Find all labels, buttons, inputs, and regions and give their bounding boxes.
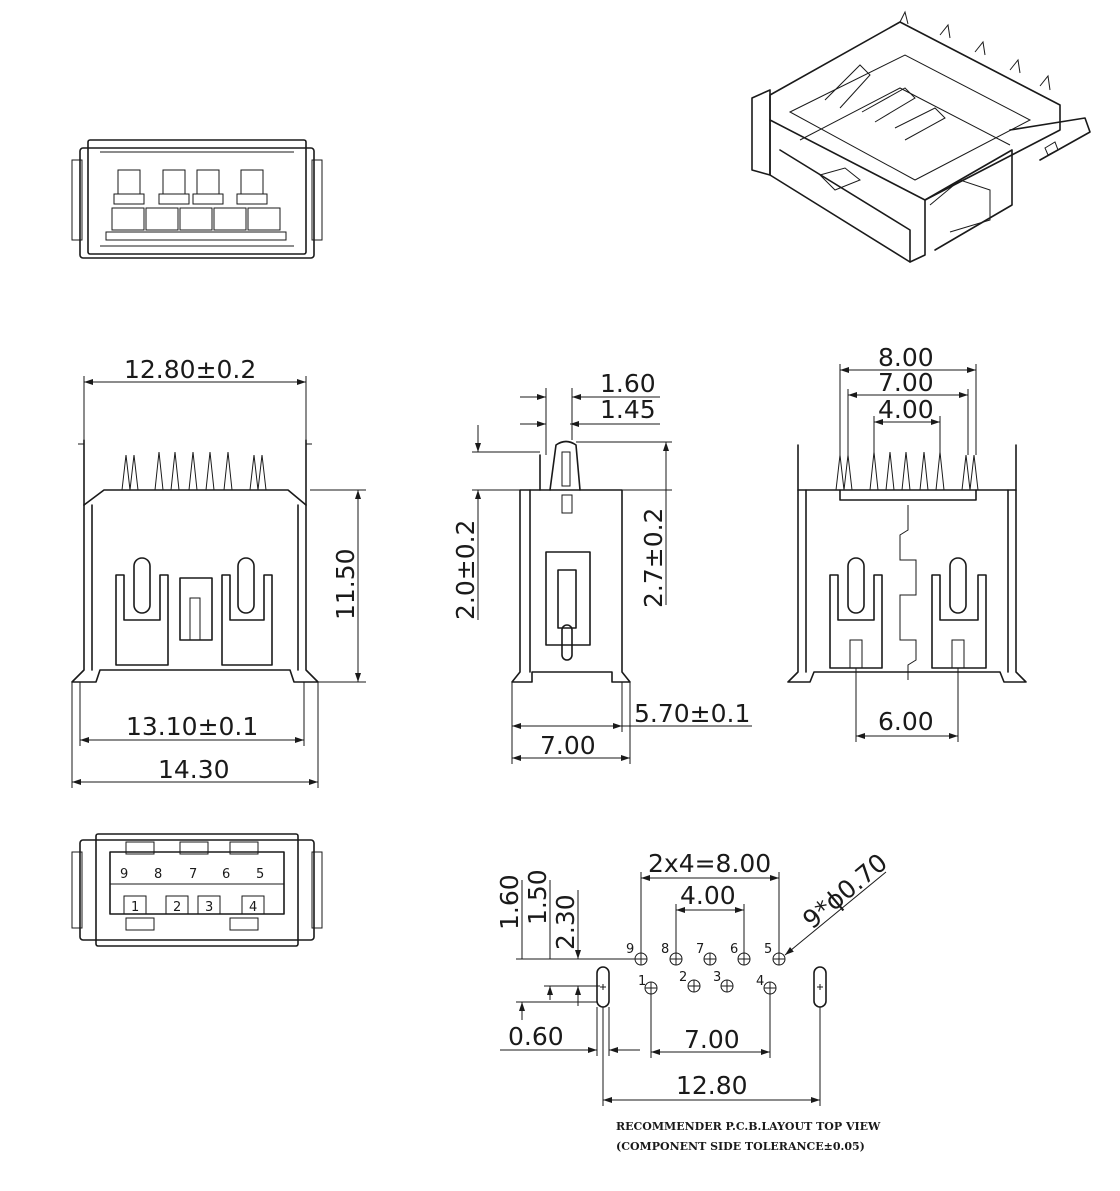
front-pins [121, 451, 267, 491]
bottom-pin-8: 8 [154, 867, 162, 882]
dim-front-height: 11.50 [331, 548, 360, 620]
dim-pcb-overall: 12.80 [676, 1071, 748, 1100]
dim-pcb-slot: 0.60 [508, 1022, 564, 1051]
dim-rear-span-b: 7.00 [878, 368, 934, 397]
front-view: 12.80±0.2 11.50 13.10±0.1 14.30 [71, 355, 366, 788]
top-face-contacts [105, 169, 287, 241]
rear-springs [829, 557, 987, 669]
dim-rear-span-a: 8.00 [878, 343, 934, 372]
bottom-pin-2: 2 [173, 900, 181, 915]
dim-pcb-off-c: 2.30 [551, 894, 580, 950]
pcb-pin-8: 8 [661, 942, 669, 957]
pcb-pin-4: 4 [756, 974, 764, 989]
pcb-pin-9: 9 [626, 942, 634, 957]
dim-rear-span-c: 4.00 [878, 395, 934, 424]
pcb-note-tolerance: (COMPONENT SIDE TOLERANCE±0.05) [616, 1140, 865, 1153]
dim-side-height-right: 2.7±0.2 [639, 508, 668, 608]
bottom-pin-labels-top: 9 8 7 6 5 [120, 867, 264, 882]
pcb-pin-5: 5 [764, 942, 772, 957]
front-springs [115, 557, 273, 666]
dim-side-height-left: 2.0±0.2 [451, 520, 480, 620]
bottom-pin-5: 5 [256, 867, 264, 882]
top-face-view [71, 139, 323, 259]
bottom-view: 9 8 7 6 5 1 2 3 4 [71, 833, 323, 947]
pcb-pin-1: 1 [638, 974, 646, 989]
pcb-pin-labels: 9 8 7 6 5 1 2 3 4 [626, 942, 772, 989]
dim-front-overall-width: 14.30 [158, 755, 230, 784]
pcb-layout: 9 8 7 6 5 1 2 3 4 2x4=8.00 4.00 9*ϕ0.70 [495, 848, 893, 1153]
dim-pcb-hole: 9*ϕ0.70 [797, 848, 893, 935]
dim-side-pin-b: 1.45 [600, 395, 656, 424]
bottom-pin-7: 7 [189, 867, 197, 882]
bottom-pin-9: 9 [120, 867, 128, 882]
dim-pcb-bottom-span: 7.00 [684, 1025, 740, 1054]
pcb-pin-2: 2 [679, 970, 687, 985]
dim-front-base-width: 13.10±0.1 [126, 712, 258, 741]
dim-front-width: 12.80±0.2 [124, 355, 256, 384]
dim-pcb-off-b: 1.50 [523, 869, 552, 925]
bottom-pin-3: 3 [205, 900, 213, 915]
bottom-pin-1: 1 [131, 900, 139, 915]
dim-pcb-off-a: 1.60 [495, 874, 524, 930]
dim-side-pin-a: 1.60 [600, 369, 656, 398]
dim-rear-span-d: 6.00 [878, 707, 934, 736]
side-view: 1.60 1.45 2.0±0.2 2.7±0.2 5.70±0.1 7.00 [451, 369, 752, 764]
dim-pcb-inner: 4.00 [680, 881, 736, 910]
dim-side-depth-b: 7.00 [540, 731, 596, 760]
dim-side-depth-a: 5.70±0.1 [634, 699, 750, 728]
dim-pcb-pitch: 2x4=8.00 [648, 849, 771, 878]
pcb-pin-3: 3 [713, 970, 721, 985]
bottom-pin-6: 6 [222, 867, 230, 882]
isometric-view [751, 10, 1091, 263]
pcb-pin-7: 7 [696, 942, 704, 957]
bottom-pin-labels-bottom: 1 2 3 4 [131, 900, 257, 915]
bottom-pin-4: 4 [249, 900, 257, 915]
pcb-pin-6: 6 [730, 942, 738, 957]
pcb-slots [596, 966, 827, 1008]
rear-pins [835, 451, 979, 491]
pcb-note-title: RECOMMENDER P.C.B.LAYOUT TOP VIEW [616, 1120, 881, 1133]
rear-view: 8.00 7.00 4.00 6.00 [787, 343, 1027, 742]
